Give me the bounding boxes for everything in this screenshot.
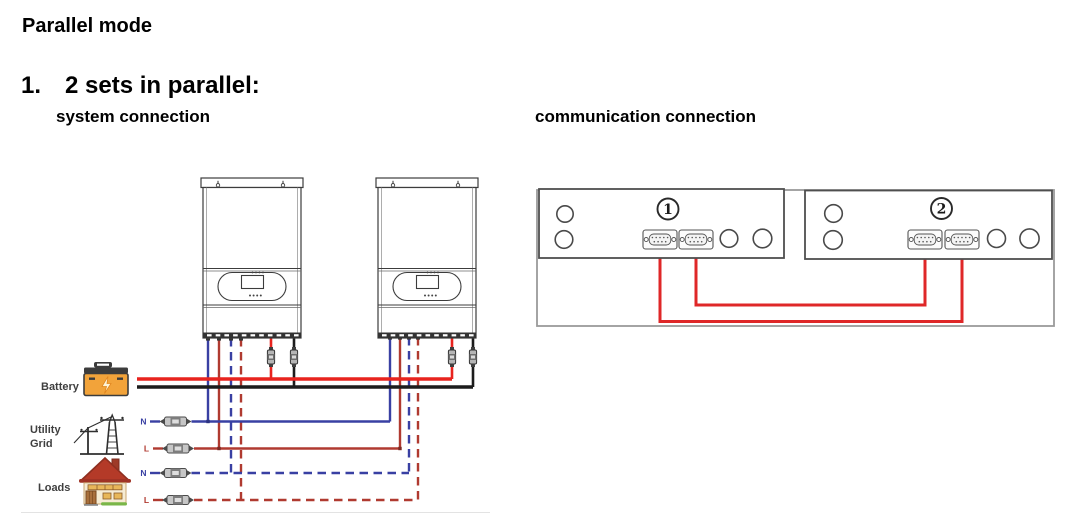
unit2-number: 2 (937, 202, 947, 218)
panel1-db9-port-b (678, 229, 714, 250)
battery-cabling (137, 337, 478, 389)
unit1-number: 1 (663, 202, 673, 218)
loads-neutral-label: N (140, 468, 146, 478)
loads-neutral-line (150, 468, 409, 478)
section-heading-text: 2 sets in parallel: (65, 72, 260, 99)
house-icon (78, 456, 132, 506)
panel2-round-port-top-left (823, 203, 844, 224)
utility-grid-label-line1: Utility (30, 424, 61, 436)
loads-line-label: L (144, 495, 149, 505)
grid-neutral-line (150, 416, 390, 427)
unit2-number-circle (930, 197, 953, 220)
inverter-unit-2 (376, 178, 478, 338)
communication-connection-caption: communication connection (535, 107, 757, 126)
section-heading: 1. 2 sets in parallel: (21, 72, 260, 100)
communication-connection-diagram: 1 2 (536, 188, 1055, 327)
system-connection-diagram: N L N L Battery (21, 178, 490, 513)
cable-port1a-to-port2b (658, 258, 964, 323)
loads-label: Loads (38, 482, 70, 494)
grid-line-line (153, 443, 402, 454)
grid-line-label: L (144, 444, 149, 454)
inverter1-rear-panel: 1 (538, 188, 785, 259)
inverter2-rear-panel: 2 (804, 189, 1053, 260)
utility-grid-label-line2: Grid (30, 438, 53, 450)
battery-icon (83, 362, 129, 397)
panel1-round-port-right-2 (752, 228, 773, 249)
battery-label: Battery (41, 381, 80, 393)
section-number: 1. (21, 72, 42, 99)
panel2-round-port-right-2 (1019, 228, 1040, 249)
panel2-round-port-right-1 (986, 228, 1007, 249)
page-title: Parallel mode (22, 15, 153, 37)
panel1-round-port-right-1 (719, 228, 739, 249)
grid-neutral-label: N (140, 417, 146, 427)
panel2-db9-port-b (944, 229, 980, 250)
inverter-unit-1 (201, 178, 303, 338)
comm-cables (658, 258, 964, 323)
panel1-round-port-top-left (555, 205, 574, 224)
panel1-round-port-bottom-left (554, 229, 574, 250)
unit1-number-circle (656, 197, 680, 221)
utility-grid-tower-icon (73, 413, 124, 455)
panel2-db9-port-a (907, 229, 943, 250)
panel2-round-port-bottom-left (822, 229, 844, 251)
loads-line-line (153, 495, 418, 505)
system-connection-caption: system connection (56, 107, 210, 126)
cable-port1b-to-port2a (694, 258, 927, 307)
panel1-db9-port-a (642, 229, 678, 250)
